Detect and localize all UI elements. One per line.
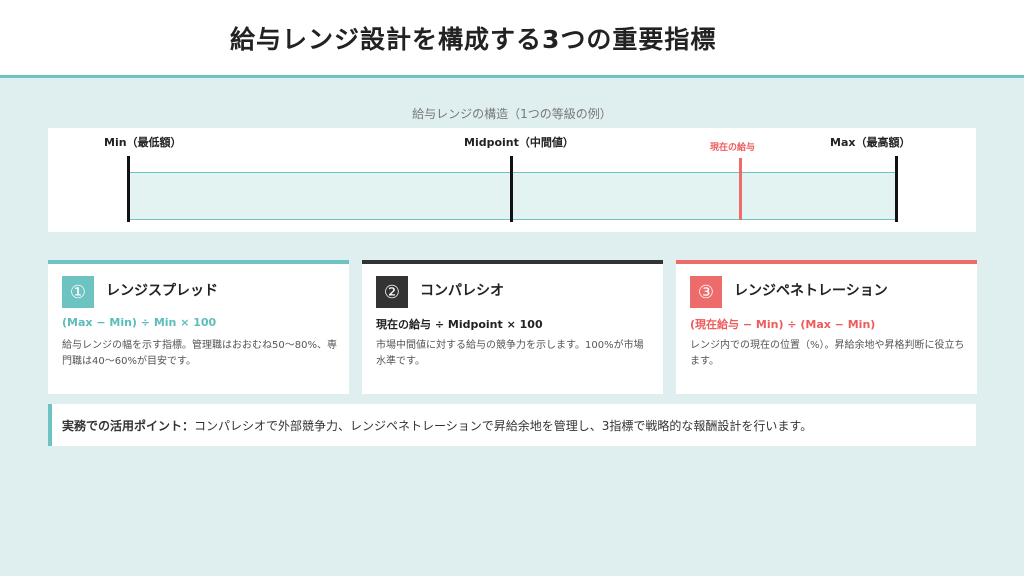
card-formula: (Max − Min) ÷ Min × 100 xyxy=(62,316,217,329)
midpoint-label: Midpoint（中間値） xyxy=(464,136,574,149)
diagram-caption: 給与レンジの構造（1つの等級の例） xyxy=(412,107,612,121)
min-marker xyxy=(127,156,130,222)
card-title: コンパレシオ xyxy=(420,283,504,299)
number-badge: ③ xyxy=(690,276,722,308)
current-salary-marker xyxy=(739,158,742,220)
number-badge: ① xyxy=(62,276,94,308)
number-badge: ② xyxy=(376,276,408,308)
card-description: 市場中間値に対する給与の競争力を示します。100%が市場水準です。 xyxy=(376,340,644,367)
card-description: 給与レンジの幅を示す指標。管理職はおおむね50〜80%、専門職は40〜60%が目… xyxy=(62,340,337,367)
min-label: Min（最低額） xyxy=(104,136,182,149)
current-salary-label: 現在の給与 xyxy=(710,143,756,153)
note-lead: 実務での活用ポイント： xyxy=(62,418,195,433)
max-label: Max（最高額） xyxy=(830,136,911,149)
midpoint-marker xyxy=(510,156,513,222)
page-title: 給与レンジ設計を構成する3つの重要指標 xyxy=(230,25,717,54)
header: 給与レンジ設計を構成する3つの重要指標 xyxy=(0,0,1024,78)
card-formula: (現在給与 − Min) ÷ (Max − Min) xyxy=(690,318,876,331)
max-marker xyxy=(895,156,898,222)
card-description: レンジ内での現在の位置（%）。昇給余地や昇格判断に役立ちます。 xyxy=(690,340,965,367)
note-text: コンパレシオで外部競争力、レンジペネトレーションで昇給余地を管理し、3指標で戦略… xyxy=(194,418,813,433)
salary-range-diagram: Min（最低額） Midpoint（中間値） Max（最高額） 現在の給与 xyxy=(48,128,976,232)
card-range-spread: ① レンジスプレッド (Max − Min) ÷ Min × 100 給与レンジ… xyxy=(48,260,349,394)
card-formula: 現在の給与 ÷ Midpoint × 100 xyxy=(376,318,543,331)
card-compa-ratio: ② コンパレシオ 現在の給与 ÷ Midpoint × 100 市場中間値に対す… xyxy=(362,260,663,394)
card-title: レンジスプレッド xyxy=(106,283,218,299)
card-title: レンジペネトレーション xyxy=(734,283,888,299)
practical-note: 実務での活用ポイント： コンパレシオで外部競争力、レンジペネトレーションで昇給余… xyxy=(48,404,976,446)
card-range-penetration: ③ レンジペネトレーション (現在給与 − Min) ÷ (Max − Min)… xyxy=(676,260,977,394)
